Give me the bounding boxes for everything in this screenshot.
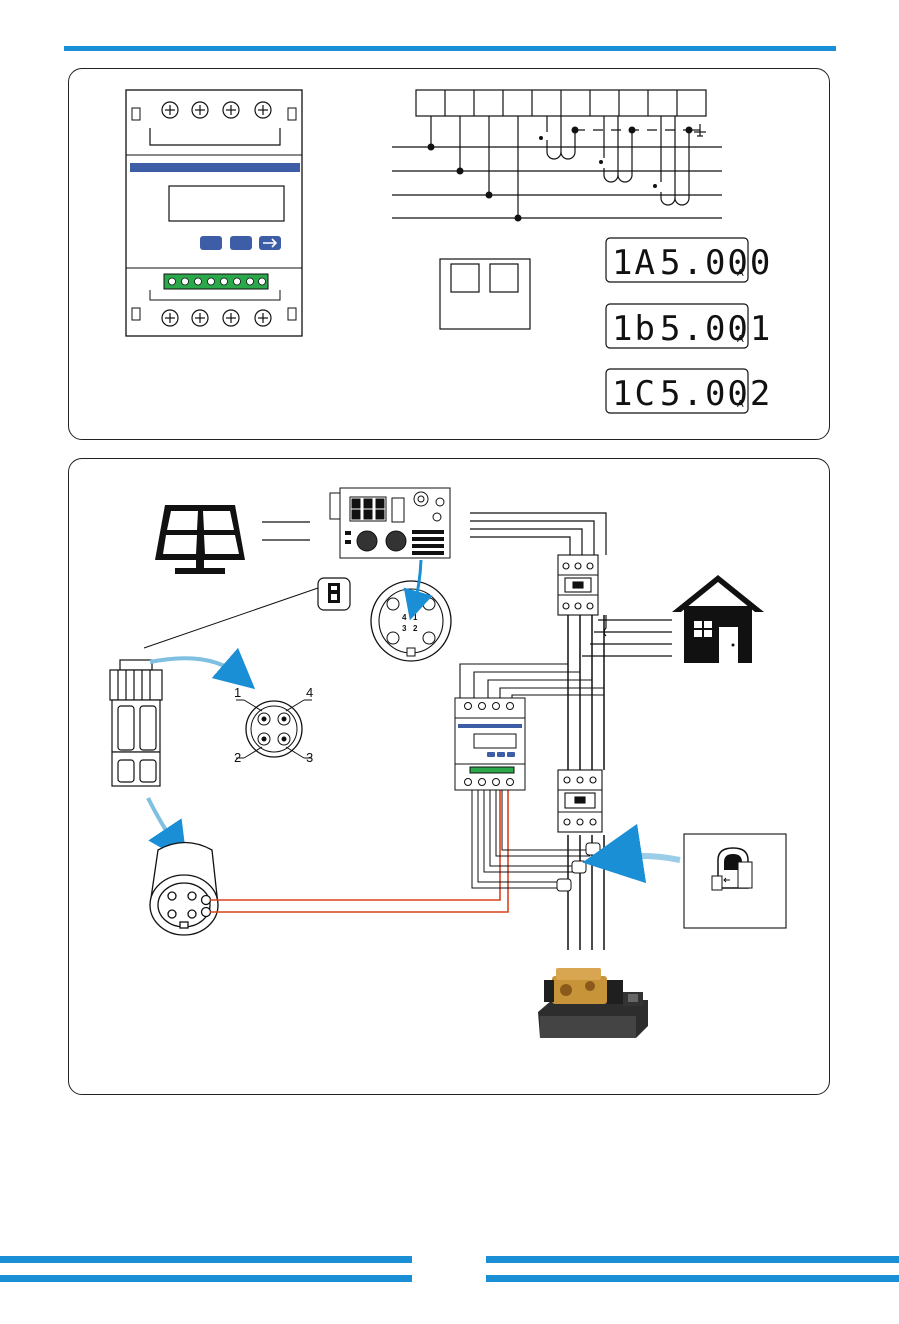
lcd-phase: 1C [612,374,657,414]
pin-label: 2 [234,750,241,765]
lcd-value: 5.000 [660,243,772,283]
lcd-phase: 1A [612,243,657,283]
lcd-display-c: 1C 5.002 A [606,369,772,414]
solar-panel-icon [155,505,245,574]
ct-clamp-icon [684,834,786,928]
pin-label: 4 [306,685,313,700]
cable-connector [150,843,218,936]
lcd-value: 5.001 [660,309,772,349]
connector-plug-icon [318,578,350,610]
port-pin-label: 1 [413,613,418,622]
connector-plug-side [110,660,162,786]
pin-label: 3 [306,750,313,765]
energy-meter-large [126,90,302,336]
port-pin-label: 3 [402,624,407,633]
meter-button-2 [230,236,252,250]
house-icon [672,575,764,663]
pin-label: 1 [234,685,241,700]
footer-stripe-right-1 [486,1256,899,1263]
breaker-lower [558,770,602,832]
lcd-display-a: 1A 5.000 A [606,238,772,283]
lcd-display-b: 1b 5.001 A [606,304,772,349]
footer-stripe-left-1 [0,1256,412,1263]
terminal-schematic [392,90,722,218]
port-pin-label: 2 [413,624,418,633]
lcd-unit: A [737,399,744,410]
meter-button-1 [200,236,222,250]
port-pin-label: 4 [402,613,407,622]
inverter [330,488,450,558]
breaker-upper [558,555,598,615]
lcd-unit: A [737,268,744,279]
lcd-phase: 1b [612,309,657,349]
connector-face: 1 4 2 3 [234,685,313,765]
lcd-value: 5.002 [660,374,772,414]
lcd-unit: A [737,334,744,345]
footer-stripe-right-2 [486,1275,899,1282]
generator-icon [538,968,648,1038]
footer-stripe-left-2 [0,1275,412,1282]
meter-module-small [440,259,530,329]
inverter-port: 4 1 3 2 [371,581,451,661]
energy-meter-small [455,698,525,790]
